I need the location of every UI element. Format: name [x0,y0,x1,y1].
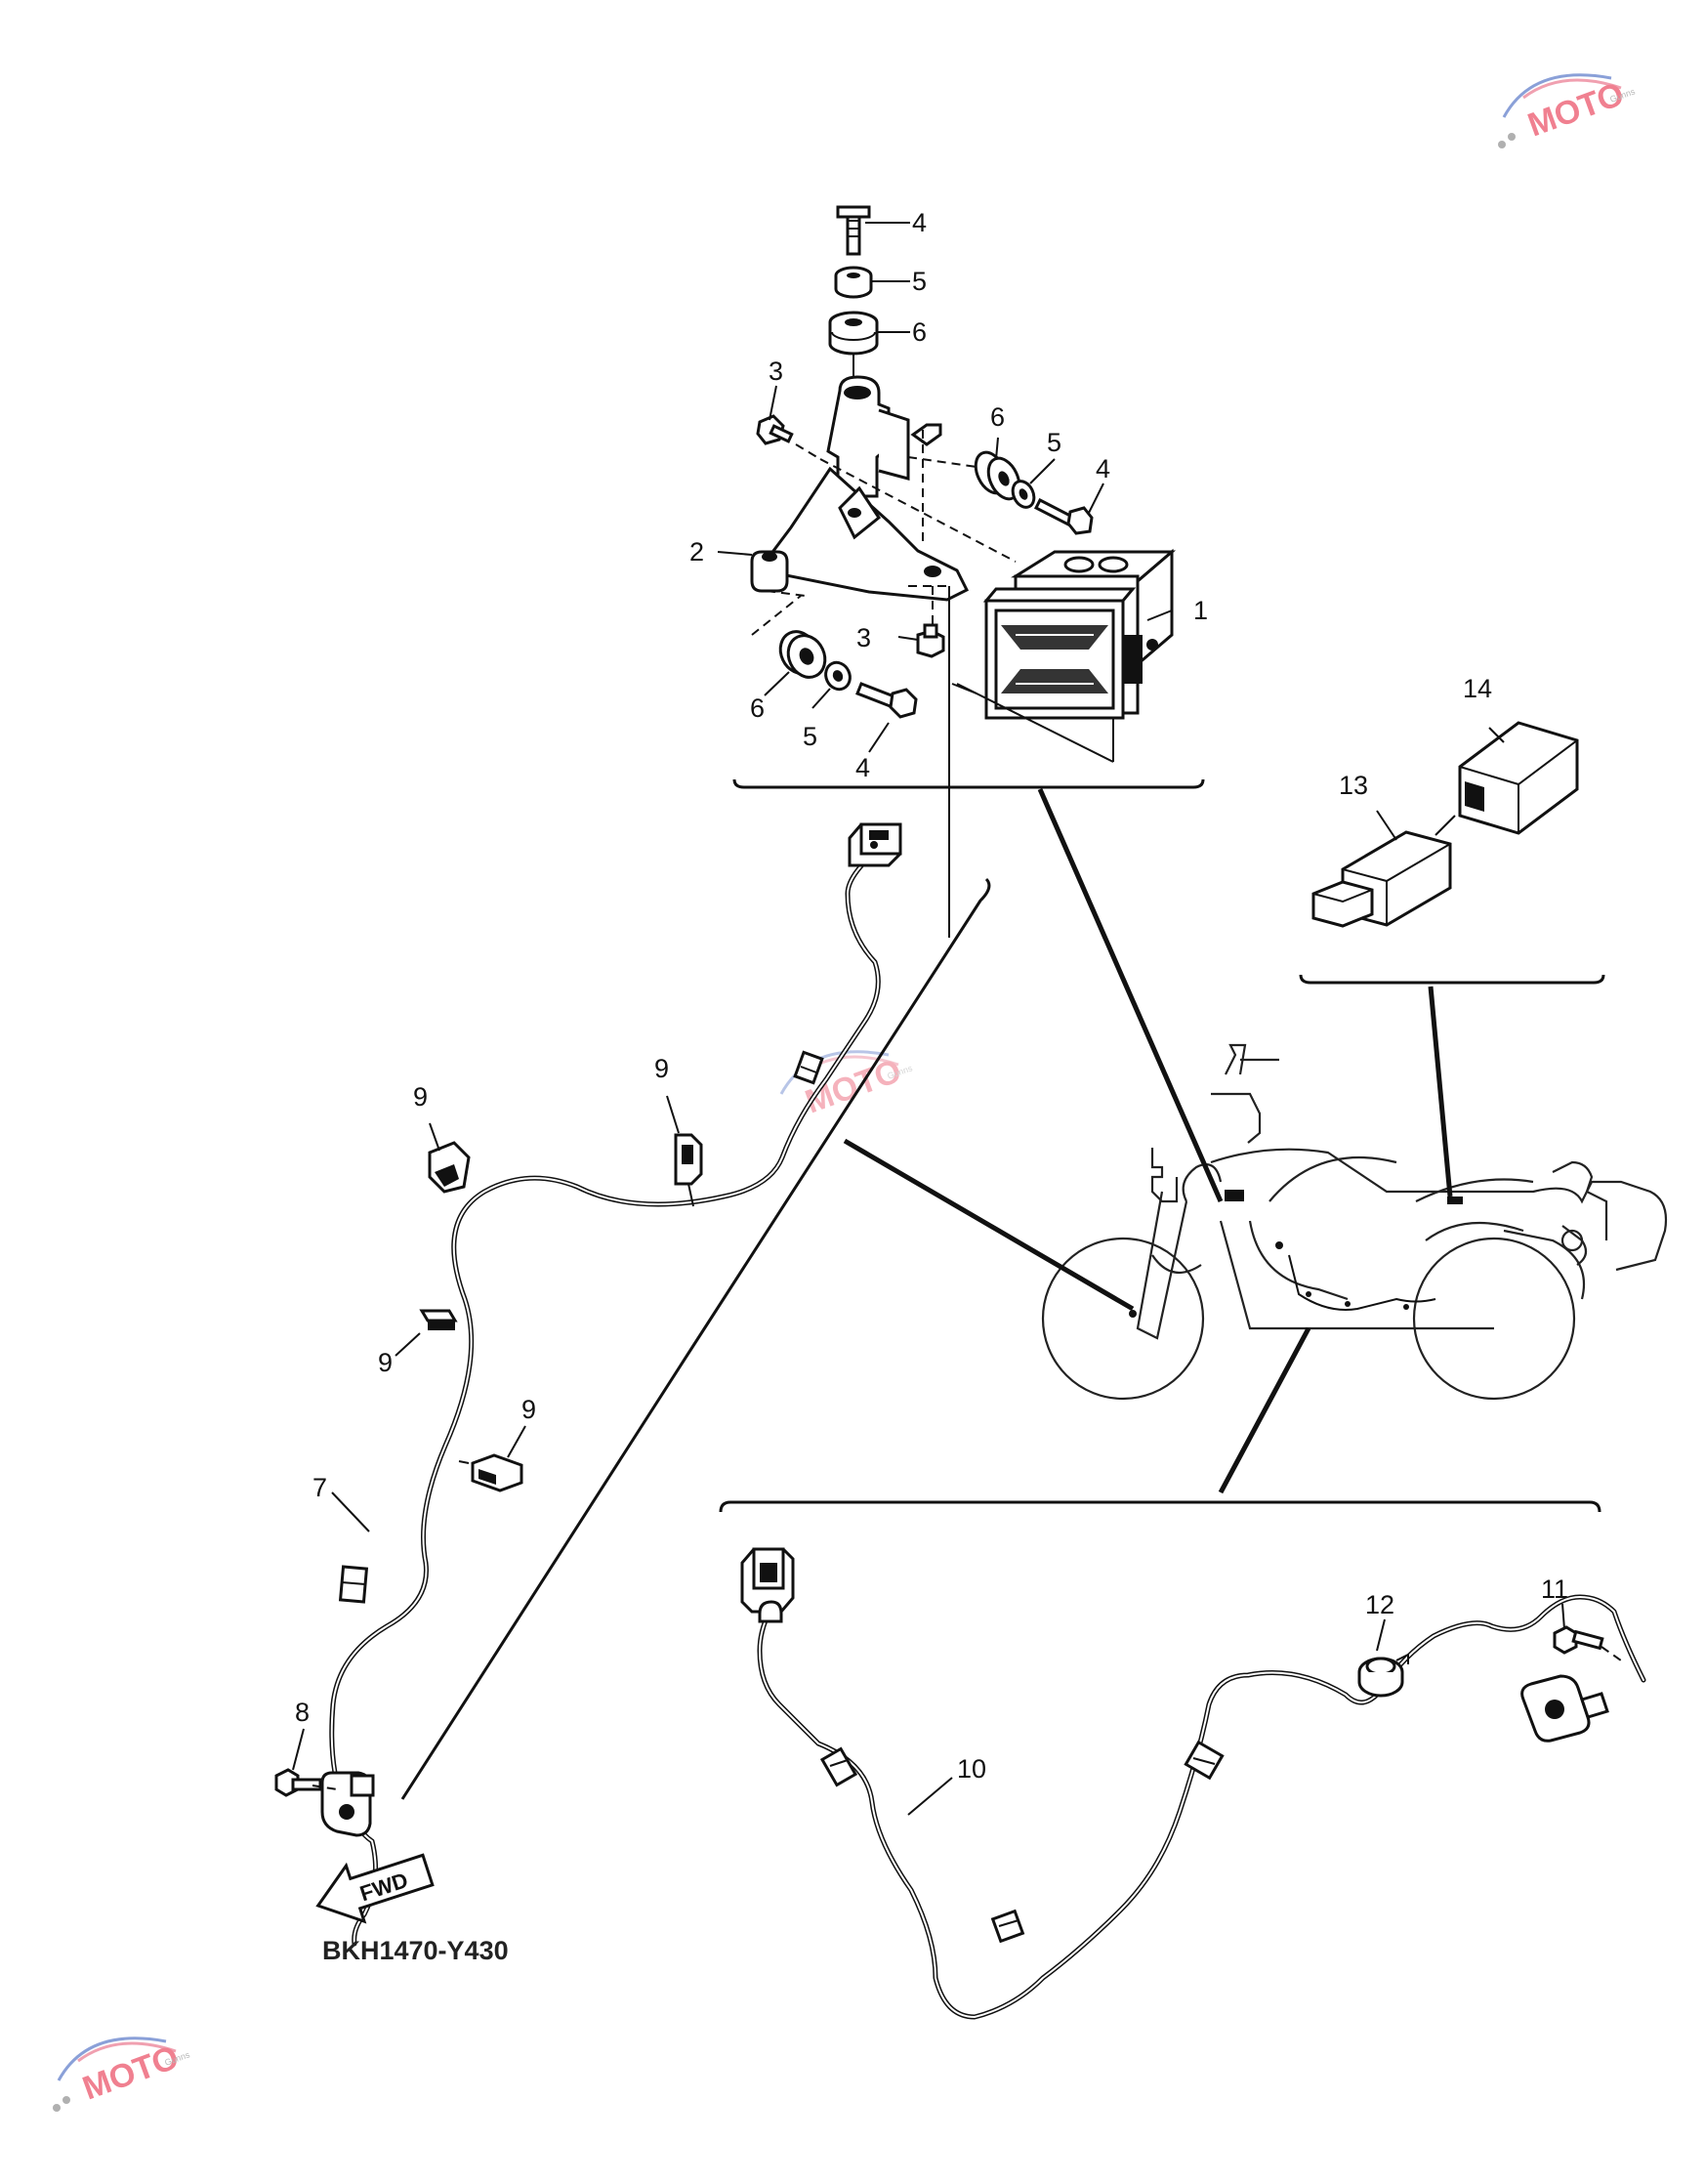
connector-coupler-14 [1458,721,1579,835]
rear-sensor-group-bracket [719,1500,1601,1513]
callout-6: 6 [750,693,765,723]
connector-group-bracket [1299,974,1605,985]
callout-14: 14 [1463,674,1492,703]
callout-2: 2 [689,537,704,567]
motorcycle-outline [1041,1043,1668,1401]
callout-9: 9 [378,1348,393,1377]
abs-bracket [750,375,970,602]
callout-5: 5 [803,722,817,751]
watermark-logo-bottom: MOTO Gunns [53,2037,191,2112]
callout-6: 6 [912,317,927,347]
front-wheel-sensor-group [274,822,991,1947]
front-sensor-group-bracket [400,877,991,1800]
bolt-top [836,205,871,256]
callout-11: 11 [1541,1575,1568,1604]
watermark-text: MOTO [1523,75,1629,144]
connector-group: 14 13 [1299,674,1605,985]
watermark-text: MOTO [78,2038,184,2107]
callout-9: 9 [521,1395,536,1424]
bolt-flange-upper [756,414,794,445]
collar-top [834,266,873,299]
callout-4: 4 [912,208,927,237]
callout-6: 6 [990,402,1005,432]
callout-1: 1 [1193,596,1208,625]
callout-13: 13 [1339,771,1368,800]
callout-5: 5 [1047,428,1061,457]
abs-hydraulic-unit [982,548,1177,720]
callout-12: 12 [1365,1590,1394,1619]
callout-3: 3 [769,357,783,386]
rear-wheel-sensor [1520,1674,1609,1743]
diagram-code: BKH1470-Y430 [322,1936,509,1965]
fwd-arrow: FWD [315,1853,435,1924]
sensor-bolt-8 [274,1768,322,1797]
callout-3: 3 [856,623,871,652]
indicator-line-rear-sensor [1218,1326,1311,1494]
grommet-top [828,311,879,356]
callout-4: 4 [855,753,870,782]
bolt-flange-lower [916,623,945,658]
indicator-line-front-sensor [843,1138,1135,1312]
wire-clamp-9-b [674,1133,703,1186]
abs-group-bracket [732,778,1205,789]
bolt-lower [855,682,918,719]
callout-9: 9 [413,1082,428,1112]
rear-wheel [1412,1237,1576,1401]
rear-wheel-sensor-lead [757,1594,1646,2020]
indicator-line-abs [1037,787,1224,1203]
callout-10: 10 [957,1754,986,1784]
collar-right [1011,480,1036,509]
callout-5: 5 [912,267,927,296]
callout-9: 9 [654,1054,669,1083]
collar-lower [824,660,852,692]
connector-plug-13 [1311,830,1452,928]
front-wheel-sensor [320,1771,375,1837]
wire-clamp-9-c [419,1309,458,1330]
front-sensor-connector [848,822,902,867]
wire-clamp-9-a [428,1141,471,1194]
abs-unit-assembly [717,205,1205,938]
grommet-lower [778,630,827,679]
callout-8: 8 [295,1698,310,1727]
rear-wheel-sensor-group [719,1500,1646,2020]
rear-sensor-connector [740,1547,795,1623]
watermark-logo-top: MOTO Gunns [1498,73,1637,148]
sensor-bolt-11 [1553,1625,1604,1655]
front-wheel [1041,1237,1205,1401]
bolt-right [1033,497,1094,535]
callout-4: 4 [1096,454,1110,483]
wire-clamp-12 [1357,1653,1409,1698]
wire-clamp-9-d [471,1453,523,1492]
callout-7: 7 [312,1473,327,1502]
indicator-line-connector [1428,986,1453,1197]
